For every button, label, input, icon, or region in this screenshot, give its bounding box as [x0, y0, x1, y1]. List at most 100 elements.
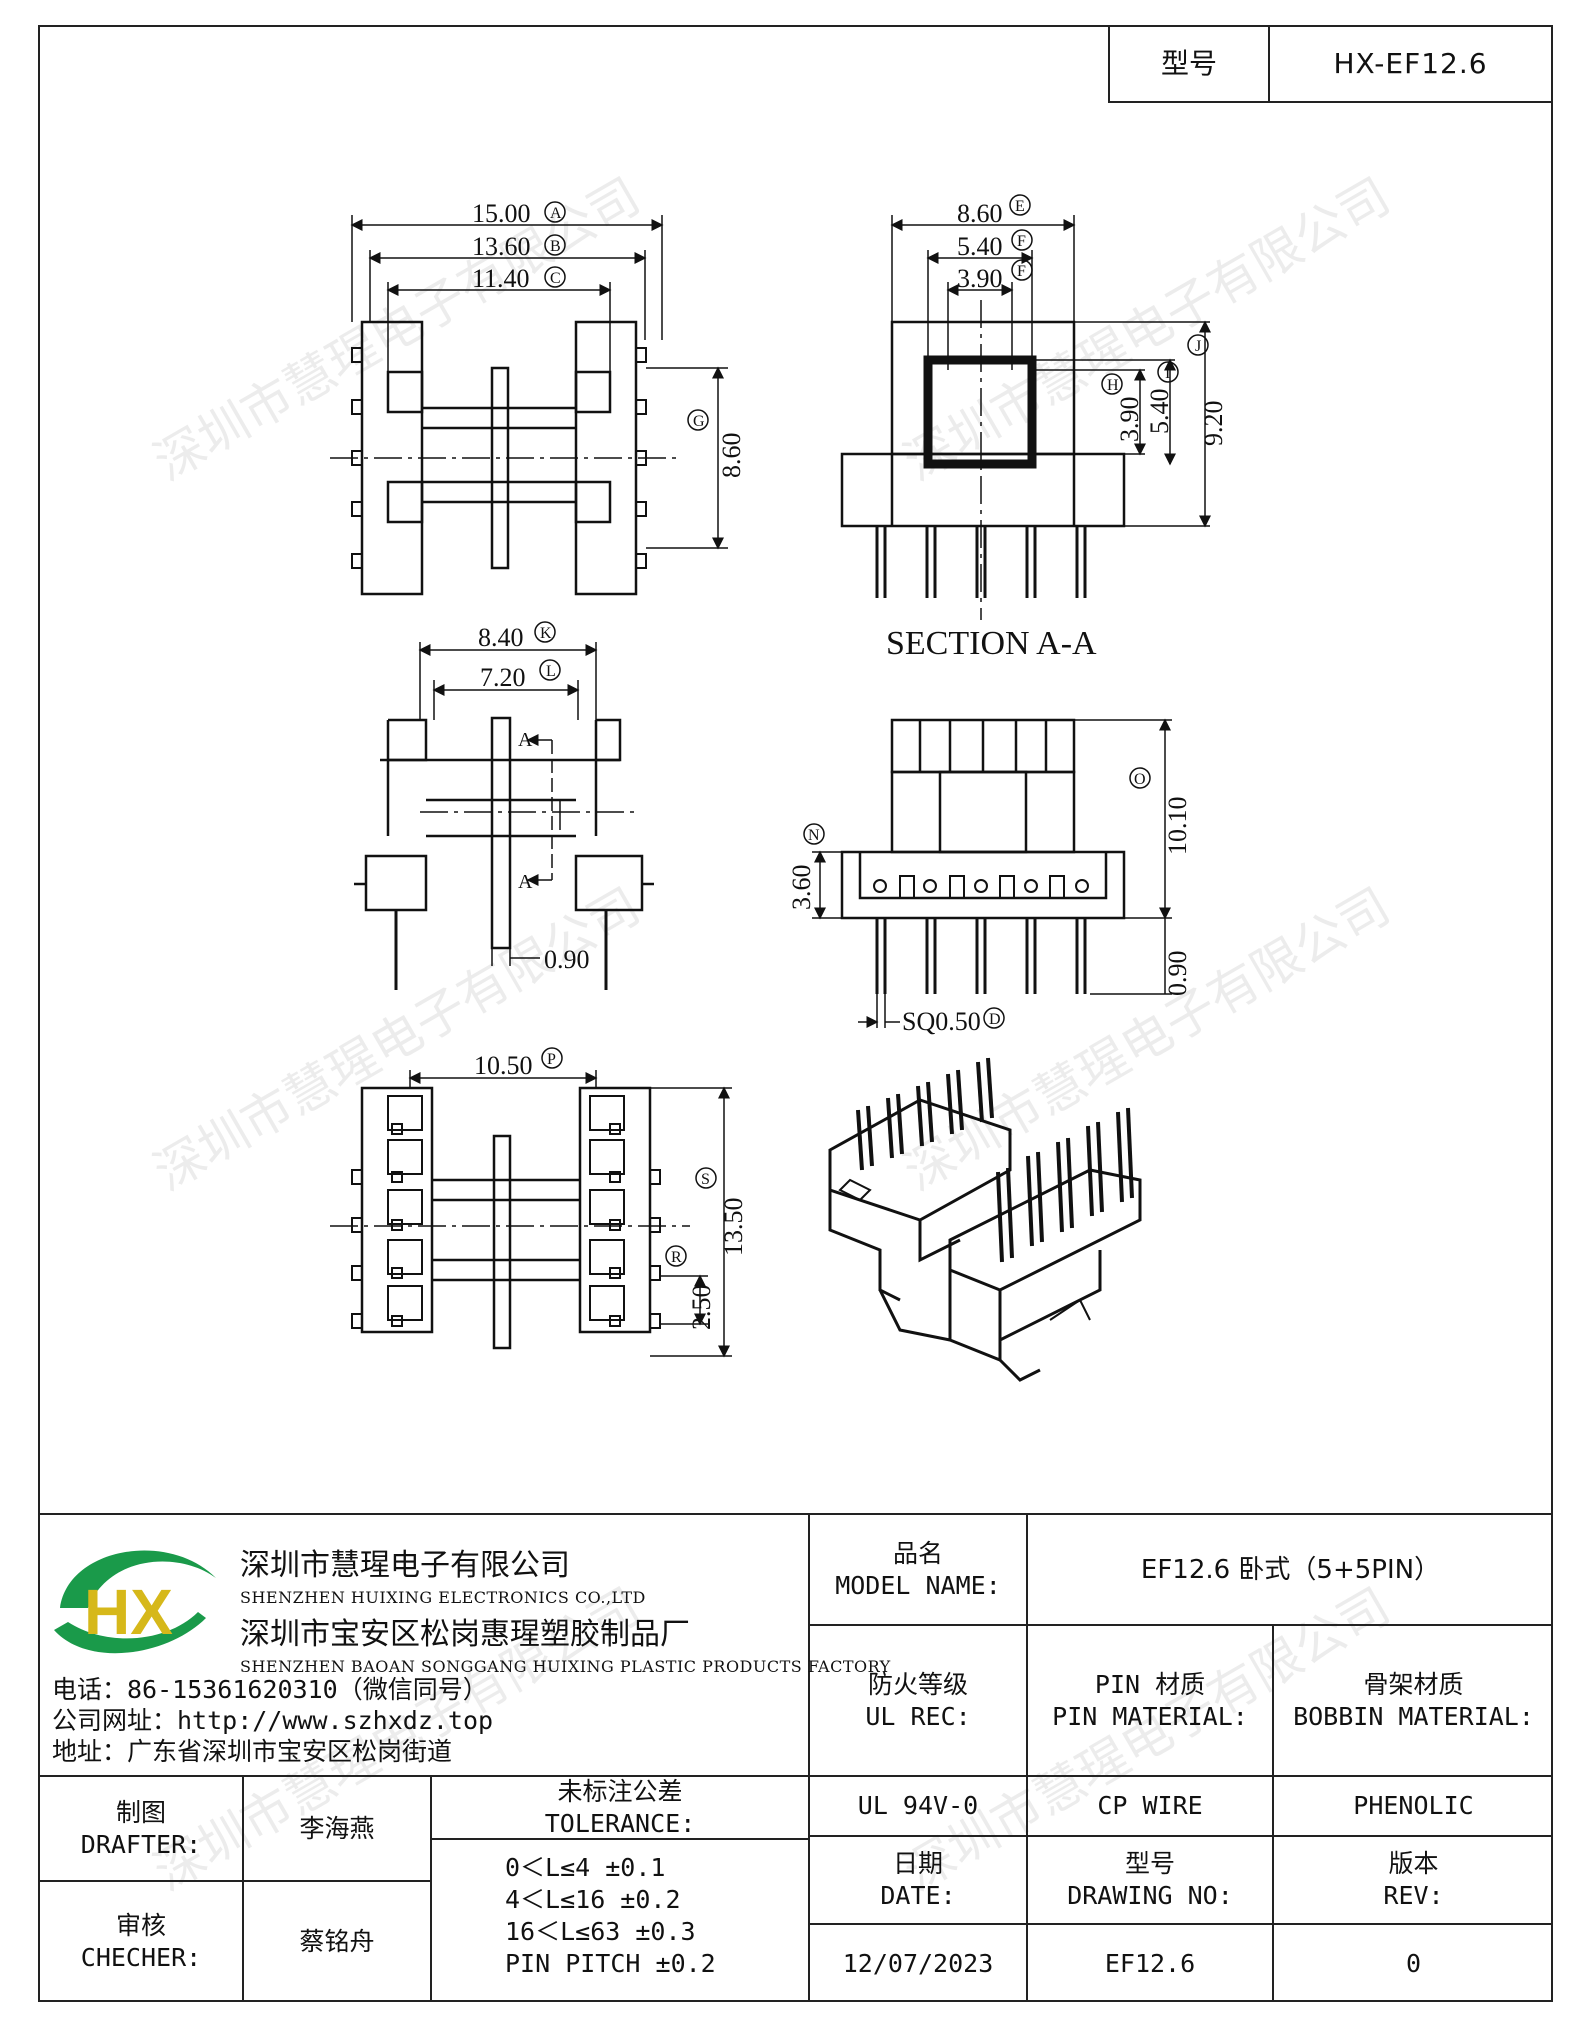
- titleblock-rule: [808, 1923, 1553, 1925]
- ul-rec-value: UL 94V-0: [857, 1791, 979, 1820]
- callout-O: O: [1134, 771, 1146, 788]
- dim-S: 13.50: [719, 1198, 748, 1257]
- pin-material-value: CP WIRE: [1097, 1791, 1203, 1820]
- pin-material-label: PIN 材质 PIN MATERIAL:: [1028, 1626, 1272, 1775]
- company-name: 深圳市慧瑆电子有限公司: [240, 1548, 570, 1583]
- top-view: [330, 215, 728, 596]
- company-block: 深圳市慧瑆电子有限公司 SHENZHEN HUIXING ELECTRONICS…: [240, 1540, 891, 1676]
- titleblock-rule: [38, 1880, 430, 1882]
- dim-E: 8.60: [957, 199, 1003, 228]
- dim-I: 5.40: [1145, 389, 1174, 435]
- tolerance-table: 0＜L≤4 ±0.1 4＜L≤16 ±0.2 16＜L≤63 ±0.3 PIN …: [505, 1852, 716, 1980]
- model-name-label: 品名 MODEL NAME:: [810, 1515, 1026, 1624]
- titleblock-rule: [808, 1624, 1553, 1626]
- section-mark-bottom: A: [518, 871, 533, 893]
- callout-I: I: [1165, 365, 1170, 382]
- drawing-frame: [38, 25, 1553, 2002]
- drawing-no-value: EF12.6: [1104, 1948, 1196, 1978]
- callout-D: D: [989, 1011, 1001, 1028]
- tolerance-line: 0＜L≤4 ±0.1: [505, 1853, 666, 1882]
- factory-name-en: SHENZHEN BAOAN SONGGANG HUIXING PLASTIC …: [240, 1657, 891, 1676]
- model-name-cn: 品名: [892, 1538, 943, 1568]
- callout-F: F: [1017, 233, 1026, 250]
- dim-K: 8.40: [478, 623, 524, 652]
- pin-material-cn: PIN 材质: [1094, 1669, 1206, 1699]
- tolerance-en: TOLERANCE:: [544, 1808, 696, 1838]
- drawing-no-en: DRAWING NO:: [1067, 1881, 1233, 1910]
- model-name-en: MODEL NAME:: [835, 1570, 1001, 1600]
- dim-P: 0.90: [1163, 951, 1192, 997]
- pin-material-en: PIN MATERIAL:: [1052, 1701, 1248, 1731]
- ul-rec-en: UL REC:: [865, 1701, 971, 1731]
- dim-M: 0.90: [544, 945, 590, 974]
- company-name-en: SHENZHEN HUIXING ELECTRONICS CO.,LTD: [240, 1588, 646, 1607]
- dim-L: 7.20: [480, 663, 526, 692]
- dim-H: 3.90: [1115, 397, 1144, 443]
- titleblock-rule: [808, 1513, 810, 2002]
- model-value: HX-EF12.6: [1268, 25, 1553, 103]
- tolerance-line: PIN PITCH ±0.2: [505, 1949, 716, 1978]
- date-value: 12/07/2023: [842, 1948, 994, 1978]
- section-title: SECTION A-A: [886, 625, 1097, 662]
- ul-rec-cn: 防火等级: [867, 1669, 968, 1699]
- checker-en: CHECHER:: [80, 1943, 202, 1972]
- bottom-view: [330, 1070, 732, 1358]
- drafter-cn: 制图: [115, 1797, 166, 1827]
- company-logo: HX: [54, 1550, 216, 1654]
- rev-cn: 版本: [1388, 1849, 1439, 1878]
- callout-R: R: [671, 1249, 682, 1266]
- company-address: 地址：广东省深圳市宝安区松岗街道: [52, 1737, 453, 1766]
- callout-B: B: [550, 238, 561, 255]
- callout-P: P: [547, 1051, 556, 1068]
- tolerance-line: 4＜L≤16 ±0.2: [505, 1885, 681, 1914]
- checker-cn: 审核: [115, 1911, 166, 1940]
- dim-F2: 3.90: [957, 264, 1003, 293]
- tolerance-cn: 未标注公差: [557, 1776, 683, 1806]
- contact-block: 电话：86-15361620310（微信同号） 公司网址：http://www.…: [52, 1674, 493, 1767]
- rev-label: 版本 REV:: [1274, 1837, 1553, 1923]
- callout-G: G: [693, 413, 705, 430]
- date-cn: 日期: [892, 1849, 943, 1878]
- callout-L: L: [546, 663, 556, 680]
- bobbin-material-cn: 骨架材质: [1363, 1669, 1464, 1699]
- logo-text: HX: [84, 1576, 173, 1648]
- company-website[interactable]: 公司网址：http://www.szhxdz.top: [52, 1706, 494, 1735]
- drawing-no-cn: 型号: [1124, 1849, 1175, 1878]
- date-label: 日期 DATE:: [810, 1837, 1026, 1923]
- dim-O: 10.10: [1163, 797, 1192, 856]
- dim-J: 9.20: [1199, 401, 1228, 447]
- section-mark-top: A: [518, 729, 533, 751]
- bobbin-material-value: PHENOLIC: [1353, 1791, 1474, 1820]
- drafter-label: 制图 DRAFTER:: [40, 1777, 242, 1880]
- company-phone: 电话：86-15361620310（微信同号）: [52, 1675, 488, 1704]
- dim-A: 15.00: [472, 199, 531, 228]
- callout-E: E: [1015, 198, 1025, 215]
- dim-R: 2.50: [687, 1285, 716, 1331]
- rev-en: REV:: [1383, 1881, 1444, 1910]
- dim-B: 13.60: [472, 232, 531, 261]
- titleblock-rule: [1272, 1624, 1274, 2002]
- titleblock-rule: [1026, 1513, 1028, 2002]
- callout-N: N: [808, 827, 820, 844]
- checker-name: 蔡铭舟: [299, 1927, 375, 1956]
- drafter-name: 李海燕: [299, 1813, 375, 1843]
- titleblock-rule: [430, 1838, 810, 1840]
- callout-A: A: [550, 205, 562, 222]
- factory-name: 深圳市宝安区松岗惠瑆塑胶制品厂: [240, 1617, 690, 1652]
- titleblock-rule: [430, 1775, 432, 2002]
- callout-J: J: [1195, 338, 1201, 355]
- date-en: DATE:: [880, 1881, 956, 1910]
- drawing-no-label: 型号 DRAWING NO:: [1028, 1837, 1272, 1923]
- model-name-value: EF12.6 卧式（5+5PIN）: [1140, 1554, 1441, 1585]
- callout-circles: A B C G E F F H I J K L O N D P S R: [534, 194, 1209, 1267]
- bobbin-material-en: BOBBIN MATERIAL:: [1293, 1701, 1534, 1731]
- dim-D: SQ0.50: [902, 1007, 981, 1036]
- callout-K: K: [540, 625, 552, 642]
- section-view: [840, 215, 1211, 620]
- rev-value: 0: [1405, 1948, 1422, 1978]
- dim-C: 11.40: [472, 264, 530, 293]
- callout-F2: F: [1017, 263, 1026, 280]
- ul-rec-label: 防火等级 UL REC:: [810, 1626, 1026, 1775]
- front-view: [354, 642, 654, 990]
